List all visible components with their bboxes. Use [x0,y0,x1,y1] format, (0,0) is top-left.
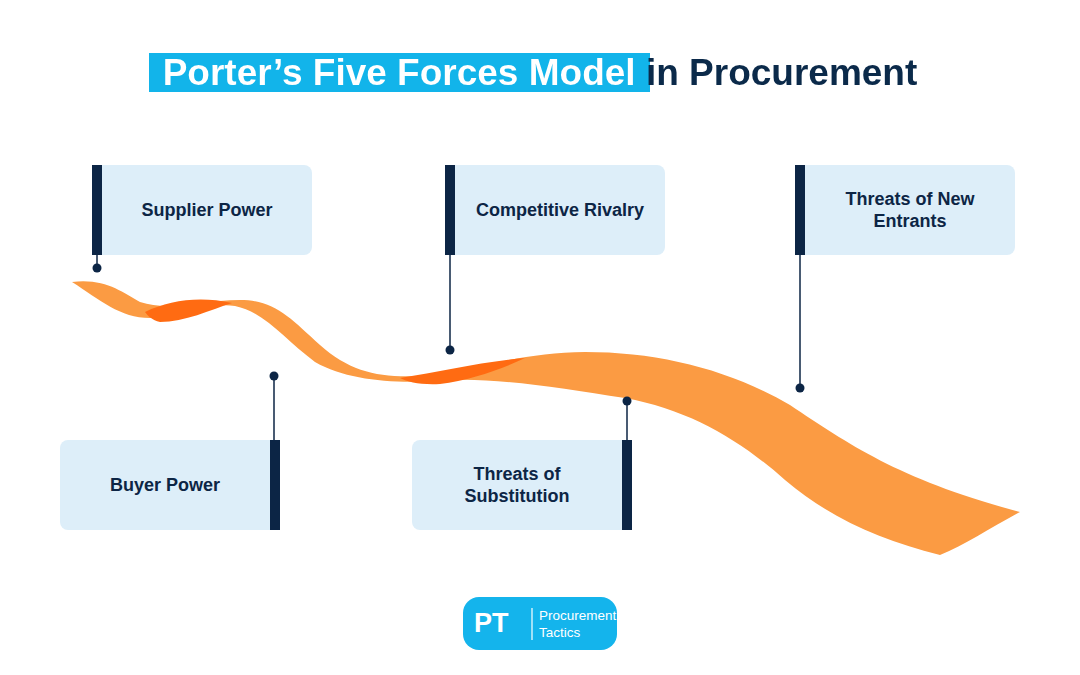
box-text-group: Supplier Power [141,199,272,221]
logo-text: Procurement Tactics [539,607,619,641]
title: Porter’s Five Forces Model in Procuremen… [163,52,918,93]
leader-dot [796,384,805,393]
accent-bar [92,165,102,255]
leader-dot [93,264,102,273]
leader-line [626,401,628,440]
box-label: Competitive Rivalry [476,199,644,221]
force-box: Buyer Power [60,440,280,530]
box-label: Threats of Substitution [426,463,608,507]
leader-dot [270,372,279,381]
accent-bar [622,440,632,530]
logo-badge [463,597,617,650]
logo-divider [531,608,532,640]
accent-bar [270,440,280,530]
box-text-group: Threats of New Entrants [819,188,1001,232]
leader-line [273,376,275,440]
box-label: Supplier Power [141,199,272,221]
box-text-group: Buyer Power [110,474,220,496]
box-label: Buyer Power [110,474,220,496]
force-box: Supplier Power [92,165,312,255]
ribbon-fold [145,300,232,322]
force-box: Competitive Rivalry [445,165,665,255]
ribbon-fold [400,358,525,384]
leader-line [799,255,801,388]
force-box: Threats of New Entrants [795,165,1015,255]
accent-bar [445,165,455,255]
force-box: Threats of Substitution [412,440,632,530]
box-text-group: Threats of Substitution [426,463,608,507]
box-text-group: Competitive Rivalry [476,199,644,221]
leader-dot [623,397,632,406]
logo-mark: PT [474,605,526,641]
leader-dot [446,346,455,355]
title-row: Porter’s Five Forces Model in Procuremen… [0,50,1080,96]
accent-bar [795,165,805,255]
box-label: Threats of New Entrants [819,188,1001,232]
leader-line [449,255,451,350]
